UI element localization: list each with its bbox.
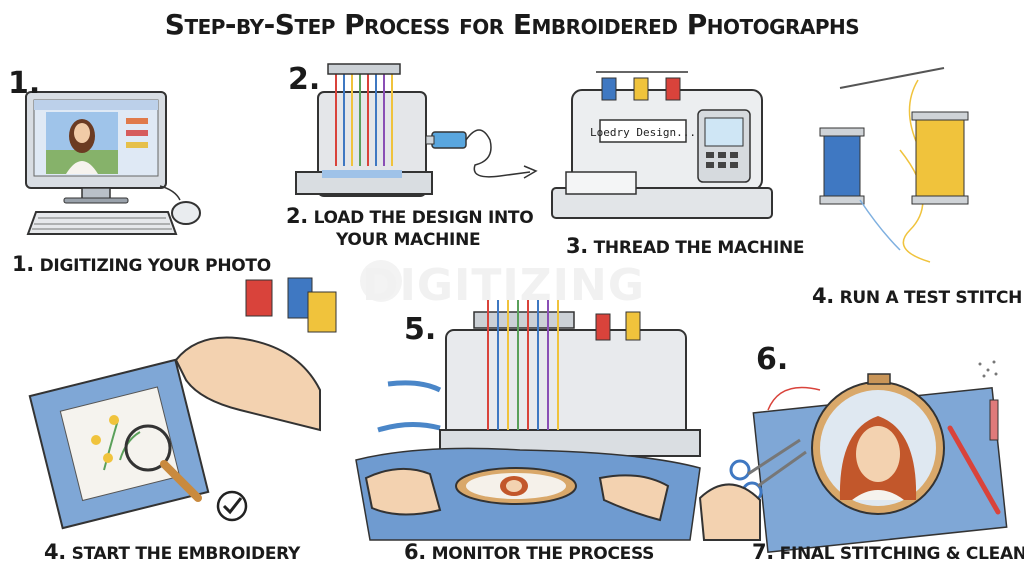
caption-text: Digitizing your photo (39, 256, 272, 276)
caption-number: 1. (12, 252, 34, 276)
caption-start-embroidery: 4. Start the embroidery (44, 540, 300, 564)
finished-hoop-illustration (698, 360, 1008, 553)
caption-text: Start the embroidery (71, 544, 301, 564)
caption-number: 4. (44, 540, 66, 564)
machine-display-text: Loedry Design... (590, 126, 696, 139)
caption-text: Monitor the process (431, 544, 655, 564)
caption-number: 3. (566, 234, 588, 258)
caption-number: 2. (286, 204, 308, 228)
caption-step-2: 2. Load the design into (286, 204, 534, 228)
caption-text: Load the design into (313, 208, 534, 228)
caption-step-4: 4. Run a test stitch (812, 284, 1022, 308)
watermark-logo (360, 260, 402, 302)
caption-text: Thread the machine (593, 238, 805, 258)
caption-text: Run a test stitch (839, 288, 1023, 308)
step-number-1: 1. (8, 66, 41, 101)
step-number-5: 5. (404, 312, 437, 347)
caption-step-1: 1. Digitizing your photo (12, 252, 271, 276)
thread-spools-illustration (819, 67, 969, 263)
sewing-machine-illustration: Loedry Design... (551, 71, 773, 219)
embroidery-machine-large (355, 300, 701, 541)
step-number-2: 2. (288, 62, 321, 97)
computer-illustration (25, 91, 201, 235)
spools-small (245, 277, 337, 333)
page-title: Step-by-Step Process for Embroidered Pho… (164, 8, 860, 41)
caption-step-2-line2: your machine (336, 230, 481, 250)
caption-number: 6. (404, 540, 426, 564)
embroidery-machine-small (295, 63, 538, 197)
watermark-text: DIGITIZING (362, 260, 645, 311)
caption-number: 4. (812, 284, 834, 308)
caption-step-3: 3. Thread the machine (566, 234, 805, 258)
caption-monitor: 6. Monitor the process (404, 540, 654, 564)
caption-number: 7. (752, 540, 774, 564)
step-number-6: 6. (756, 342, 789, 377)
caption-final: 7. Final stitching & clean-up (752, 540, 1024, 564)
hand-embroidery-illustration (28, 277, 337, 530)
caption-text: Final stitching & clean-up (779, 544, 1024, 564)
